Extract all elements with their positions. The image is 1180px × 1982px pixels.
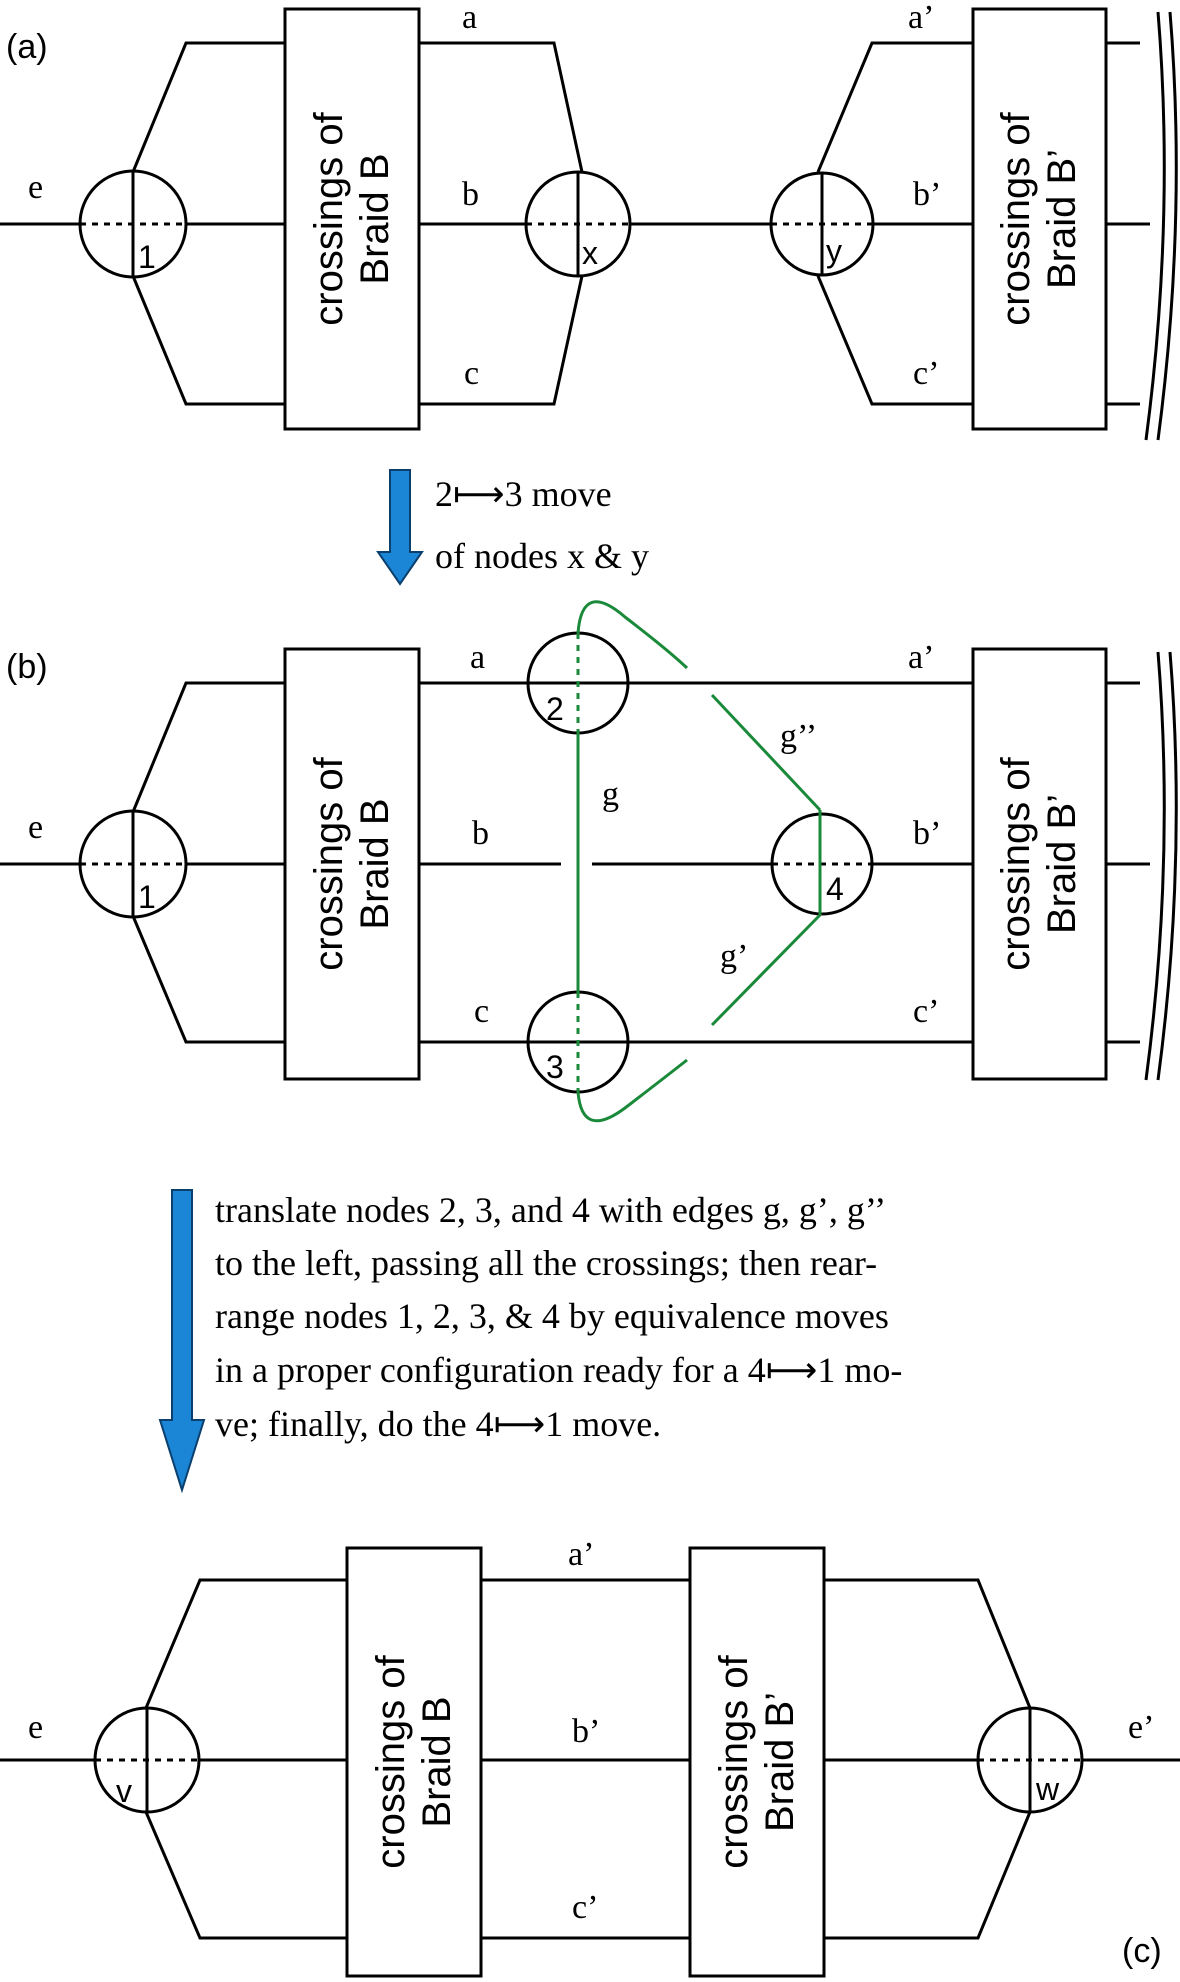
edge-g-lower-loop: [576, 1058, 688, 1123]
break-line: [1156, 11, 1178, 441]
panel-b-label: (b): [6, 648, 48, 686]
edge-label-e: e: [28, 1709, 43, 1746]
node-label-3: 3: [546, 1049, 564, 1085]
step-2-line: ve; finally, do the 4⟼1 move.: [215, 1404, 661, 1444]
box-label-line1: crossings of: [712, 1654, 756, 1868]
edge-label-b: b: [462, 176, 479, 213]
edge-label-b-prime: b’: [913, 815, 941, 852]
edge-label-a-prime: a’: [568, 1536, 594, 1573]
box-label-line2: Braid B: [353, 798, 397, 929]
edge-label-a-prime: a’: [908, 639, 934, 676]
step-2-line: to the left, passing all the crossings; …: [215, 1243, 877, 1283]
node-label-1: 1: [138, 239, 156, 275]
panel-a: (a) crossings of Braid B cr: [0, 0, 1178, 441]
step-2-line: translate nodes 2, 3, and 4 with edges g…: [215, 1190, 886, 1230]
braid-b-box: [345, 1546, 483, 1978]
edge-line: [144, 1811, 347, 1940]
edge-label-e-prime: e’: [1128, 1709, 1154, 1746]
edge-label-c-prime: c’: [913, 355, 939, 392]
down-arrow-icon: [158, 1189, 206, 1494]
panel-c: crossings of Braid B crossings of Braid …: [0, 1536, 1180, 1978]
edge-label-e: e: [28, 809, 43, 846]
edge-label-c-prime: c’: [572, 1889, 598, 1926]
break-line: [1144, 651, 1166, 1081]
node-label-w: w: [1035, 1771, 1060, 1807]
node-label-2: 2: [546, 691, 564, 727]
step-2: translate nodes 2, 3, and 4 with edges g…: [158, 1189, 902, 1494]
edge-label-a: a: [470, 639, 485, 676]
edge-line: [144, 1578, 347, 1709]
step-2-line: range nodes 1, 2, 3, & 4 by equivalence …: [215, 1296, 889, 1336]
step-2-line: in a proper configuration ready for a 4⟼…: [215, 1350, 902, 1390]
panel-a-label: (a): [6, 28, 48, 66]
edge-line: [824, 1578, 1032, 1709]
edge-line: [131, 681, 285, 813]
braid-b-prime-box: [971, 647, 1108, 1081]
edge-line: [824, 1811, 1032, 1940]
edge-line: [419, 275, 584, 406]
box-label-line1: crossings of: [994, 756, 1038, 970]
panel-b: (b) crossings of Braid B: [0, 600, 1178, 1123]
edge-line: [816, 41, 973, 173]
edge-g-double-prime: [710, 693, 822, 812]
step-1-line-1: 2⟼3 move: [435, 474, 612, 514]
box-label-line2: Braid B: [415, 1696, 459, 1827]
box-label-line2: Braid B’: [1040, 149, 1084, 289]
box-label-line2: Braid B: [353, 153, 397, 284]
box-label-line1: crossings of: [307, 756, 351, 970]
break-line: [1144, 11, 1166, 441]
box-label-line2: Braid B’: [1040, 794, 1084, 934]
edge-line: [131, 41, 285, 173]
edge-label-b: b: [472, 815, 489, 852]
edge-label-g-double-prime: g’’: [780, 718, 817, 755]
node-label-y: y: [826, 233, 842, 269]
edge-label-b-prime: b’: [913, 176, 941, 213]
panel-c-label: (c): [1122, 1932, 1162, 1970]
edge-label-a: a: [462, 0, 477, 36]
braid-b-box: [283, 647, 421, 1081]
edge-label-c: c: [474, 993, 489, 1030]
edge-label-c-prime: c’: [913, 993, 939, 1030]
box-label-line2: Braid B’: [758, 1692, 802, 1832]
edge-g-prime: [710, 913, 822, 1027]
edge-label-e: e: [28, 169, 43, 206]
edge-line: [816, 275, 973, 406]
node-label-1: 1: [138, 879, 156, 915]
break-line: [1156, 651, 1178, 1081]
down-arrow-icon: [376, 469, 424, 586]
edge-line: [419, 41, 584, 173]
braid-b-prime-box: [971, 7, 1108, 431]
box-label-line1: crossings of: [307, 111, 351, 325]
node-label-x: x: [582, 235, 598, 271]
edge-line: [131, 275, 285, 406]
box-label-line1: crossings of: [994, 111, 1038, 325]
step-1: 2⟼3 move of nodes x & y: [376, 469, 649, 586]
edge-label-a-prime: a’: [908, 0, 934, 36]
node-label-4: 4: [826, 871, 844, 907]
braid-b-box: [283, 7, 421, 431]
edge-label-g: g: [602, 776, 619, 813]
node-label-v: v: [116, 1773, 132, 1809]
edge-g-upper-loop: [576, 600, 689, 670]
edge-label-b-prime: b’: [572, 1713, 600, 1750]
braid-b-prime-box: [688, 1546, 826, 1978]
edge-label-g-prime: g’: [720, 938, 748, 975]
step-1-line-2: of nodes x & y: [435, 536, 649, 576]
edge-line: [131, 915, 285, 1044]
box-label-line1: crossings of: [369, 1654, 413, 1868]
edge-label-c: c: [464, 355, 479, 392]
